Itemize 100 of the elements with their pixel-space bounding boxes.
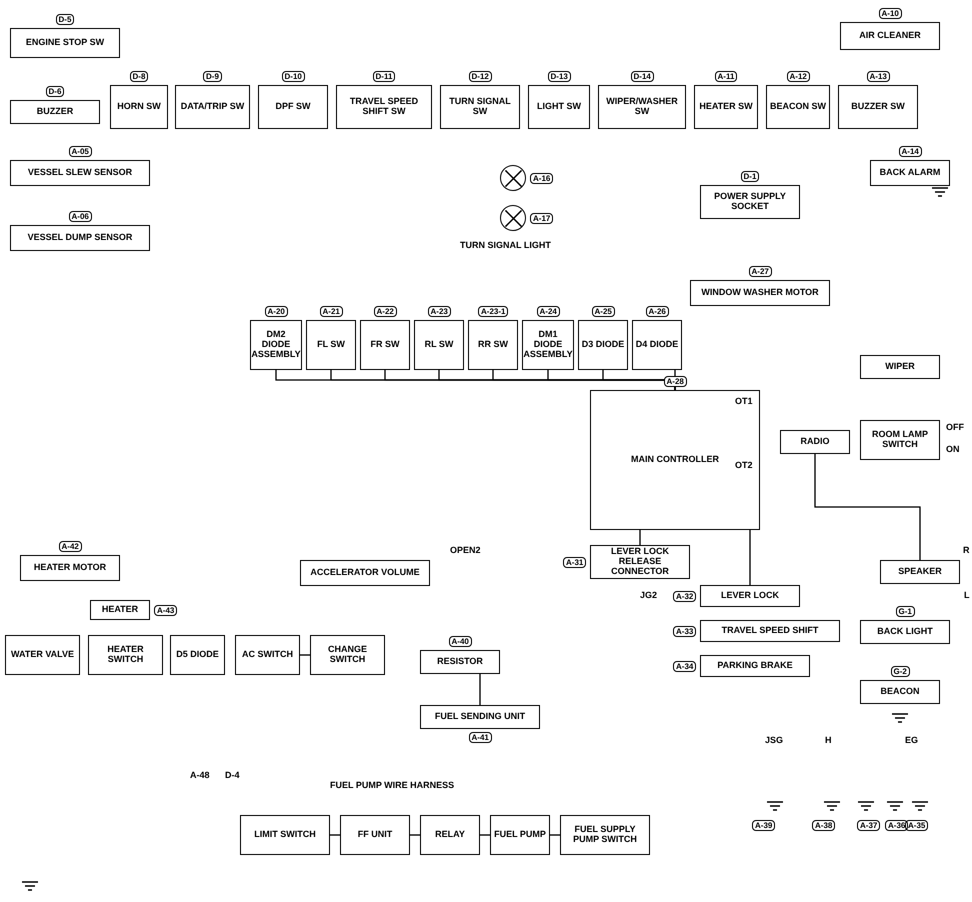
lamp-symbol (500, 165, 526, 191)
component-label: DATA/TRIP SW (180, 101, 246, 113)
component-label: MAIN CONTROLLER (630, 454, 720, 466)
component-label: BEACON SW (769, 101, 827, 113)
component-box (598, 85, 686, 129)
component-label: TURN SIGNAL SW (448, 96, 512, 118)
reference-tag: A-13 (866, 71, 890, 82)
component-label: D4 DIODE (634, 339, 680, 351)
component-label: FL SW (316, 339, 346, 351)
component-label: HORN SW (116, 101, 162, 113)
component-label: D5 DIODE (175, 649, 220, 661)
component-label: FF UNIT (356, 829, 394, 841)
reference-tag: A-14 (898, 146, 922, 157)
component-label: BACK ALARM (878, 167, 942, 179)
component-label: WATER VALVE (10, 649, 75, 661)
component-label: SPEAKER (897, 566, 943, 578)
component-box (414, 320, 464, 370)
component-label: RESISTOR (436, 656, 484, 668)
signal-label: EG (905, 735, 918, 745)
signal-label: TURN SIGNAL LIGHT (460, 240, 551, 250)
component-label: VESSEL DUMP SENSOR (26, 232, 134, 244)
component-box (5, 635, 80, 675)
component-label: FUEL SENDING UNIT (434, 711, 526, 723)
reference-tag: A-27 (748, 266, 772, 277)
component-box (468, 320, 518, 370)
component-box (590, 390, 760, 530)
component-label: WIPER/WASHER SW (605, 96, 679, 118)
component-label: DPF SW (274, 101, 312, 113)
reference-tag: D-1 (740, 171, 760, 182)
component-box (860, 680, 940, 704)
reference-tag: A-31 (563, 556, 586, 568)
component-label: AC SWITCH (241, 649, 294, 661)
reference-tag: A-24 (536, 306, 560, 317)
component-label: BUZZER (36, 106, 74, 118)
reference-tag: A-34 (673, 660, 696, 672)
component-label: LIMIT SWITCH (253, 829, 317, 841)
component-box (340, 815, 410, 855)
component-label: RADIO (800, 436, 830, 448)
component-box (10, 225, 150, 251)
reference-tag: D-10 (282, 71, 305, 82)
component-label: HEATER (100, 604, 140, 616)
reference-tag: A-37 (857, 820, 880, 831)
component-label: HEATER SW (698, 101, 754, 113)
reference-tag: A-22 (374, 306, 397, 317)
reference-tag: D-6 (46, 86, 64, 97)
component-box (700, 585, 800, 607)
wire (749, 530, 751, 585)
reference-tag: A-33 (673, 626, 696, 636)
component-label: BACK LIGHT (876, 626, 934, 638)
wire (479, 674, 481, 705)
component-box (700, 620, 840, 642)
component-box (440, 85, 520, 129)
signal-label: FUEL PUMP WIRE HARNESS (330, 780, 454, 790)
reference-tag: G-1 (896, 606, 915, 617)
component-box (840, 22, 940, 50)
component-box (690, 280, 830, 306)
signal-label: OFF (946, 422, 964, 432)
component-box (590, 545, 690, 579)
component-label: FUEL SUPPLY PUMP SWITCH (572, 824, 638, 846)
signal-label: H (825, 735, 832, 745)
component-box (700, 655, 810, 677)
reference-tag: A-23 (428, 306, 451, 317)
component-box (578, 320, 628, 370)
component-label: LEVER LOCK (720, 590, 780, 602)
component-box (336, 85, 432, 129)
component-box (10, 100, 100, 124)
signal-label: R (963, 545, 970, 555)
signal-label: OT1 (735, 396, 753, 406)
component-label: FR SW (370, 339, 400, 351)
component-label: RR SW (477, 339, 509, 351)
reference-tag: A-11 (714, 71, 738, 82)
reference-tag: A-20 (264, 306, 288, 317)
component-label: ACCELERATOR VOLUME (309, 567, 421, 579)
component-label: TRAVEL SPEED SHIFT SW (348, 96, 420, 118)
component-label: BUZZER SW (850, 101, 906, 113)
reference-tag: A-40 (448, 636, 472, 647)
component-label: WINDOW WASHER MOTOR (700, 287, 820, 299)
wire (639, 530, 641, 545)
component-box (522, 320, 574, 370)
reference-tag: A-10 (878, 8, 902, 19)
signal-label: OT2 (735, 460, 753, 470)
wire (410, 834, 420, 836)
component-box (694, 85, 758, 129)
component-box (880, 560, 960, 584)
reference-tag: D-9 (203, 71, 222, 82)
component-label: RELAY (434, 829, 466, 841)
component-box (870, 160, 950, 186)
reference-tag: A-28 (664, 376, 687, 387)
reference-tag: A-38 (812, 820, 836, 831)
component-box (420, 705, 540, 729)
component-box (780, 430, 850, 454)
component-label: LIGHT SW (536, 101, 582, 113)
wire (814, 454, 921, 560)
component-box (838, 85, 918, 129)
wire (300, 654, 310, 656)
component-label: D3 DIODE (580, 339, 626, 351)
reference-tag: D-8 (130, 71, 148, 82)
reference-tag: D-5 (56, 14, 74, 25)
reference-tag: A-42 (58, 541, 82, 552)
reference-tag: A-36 (885, 820, 908, 831)
